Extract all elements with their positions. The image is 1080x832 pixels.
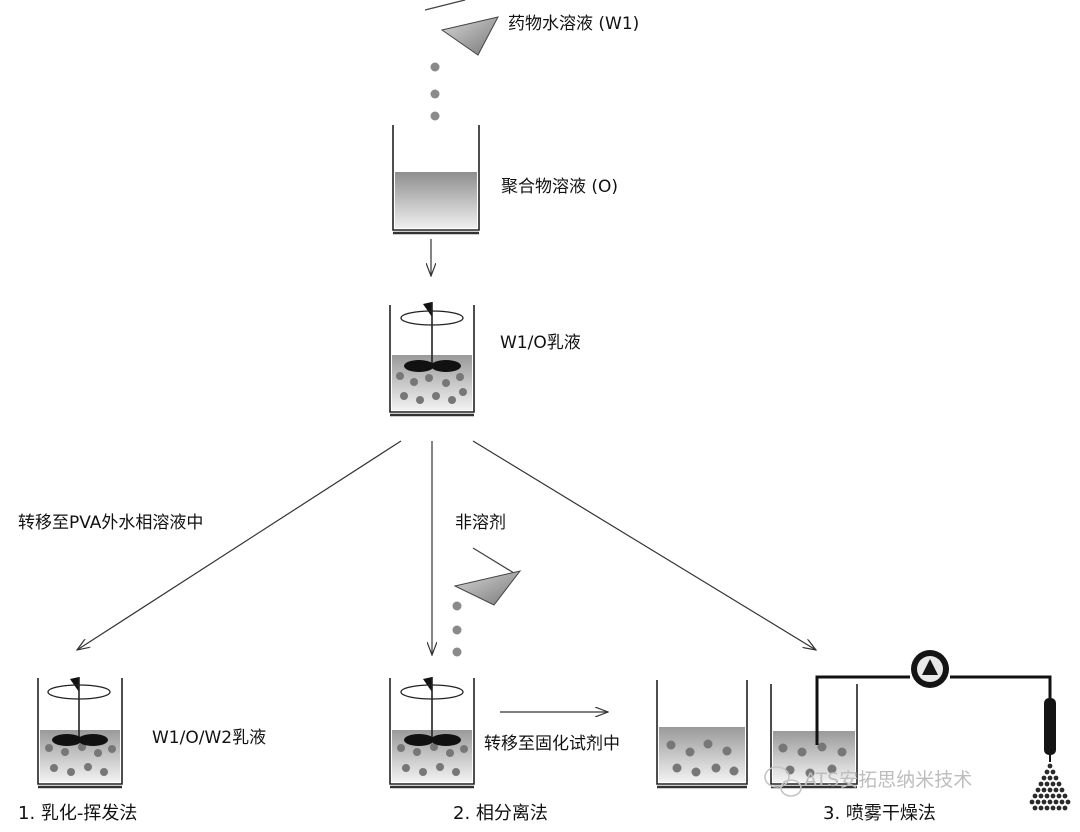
stirrer-icon [400, 302, 464, 372]
non-solvent-pipette-icon [453, 547, 522, 606]
non-solvent-label: 非溶剂 [455, 513, 506, 533]
drug-solution-label: 药物水溶液 (W1) [508, 14, 640, 34]
primary-emulsion-label: W1/O乳液 [500, 333, 581, 353]
spray-nozzle-icon [1044, 698, 1056, 762]
transfer-pva-label: 转移至PVA外水相溶液中 [18, 513, 204, 533]
primary-emulsion-beaker [389, 302, 475, 417]
method-2-beaker [389, 677, 475, 789]
method-3-caption: 3. 喷雾干燥法 [823, 803, 936, 824]
double-emulsion-label: W1/O/W2乳液 [152, 728, 267, 748]
polymer-solution-label: 聚合物溶液 (O) [501, 177, 619, 197]
spray-feed-beaker [770, 684, 858, 789]
drug-pipette-icon [424, 0, 499, 56]
method-1-caption: 1. 乳化-挥发法 [18, 803, 138, 824]
non-solvent-drops [452, 601, 462, 657]
stirrer-icon [47, 677, 111, 746]
wechat-logo-icon [764, 766, 802, 797]
method-1-beaker [37, 677, 123, 789]
pump-icon [911, 650, 949, 688]
arrow-to-method-1 [77, 440, 402, 650]
spray-particles [1029, 763, 1071, 811]
stirrer-icon [400, 677, 464, 746]
drug-drops [430, 62, 440, 121]
solidifying-beaker [656, 680, 748, 789]
spray-tubing [815, 675, 1052, 745]
watermark-text: ATS安拓思纳米技术 [804, 769, 973, 791]
arrow-to-method-3 [472, 440, 816, 650]
transfer-solidifier-label: 转移至固化试剂中 [484, 734, 620, 754]
polymer-solution-beaker [392, 125, 480, 235]
method-2-caption: 2. 相分离法 [453, 803, 548, 824]
